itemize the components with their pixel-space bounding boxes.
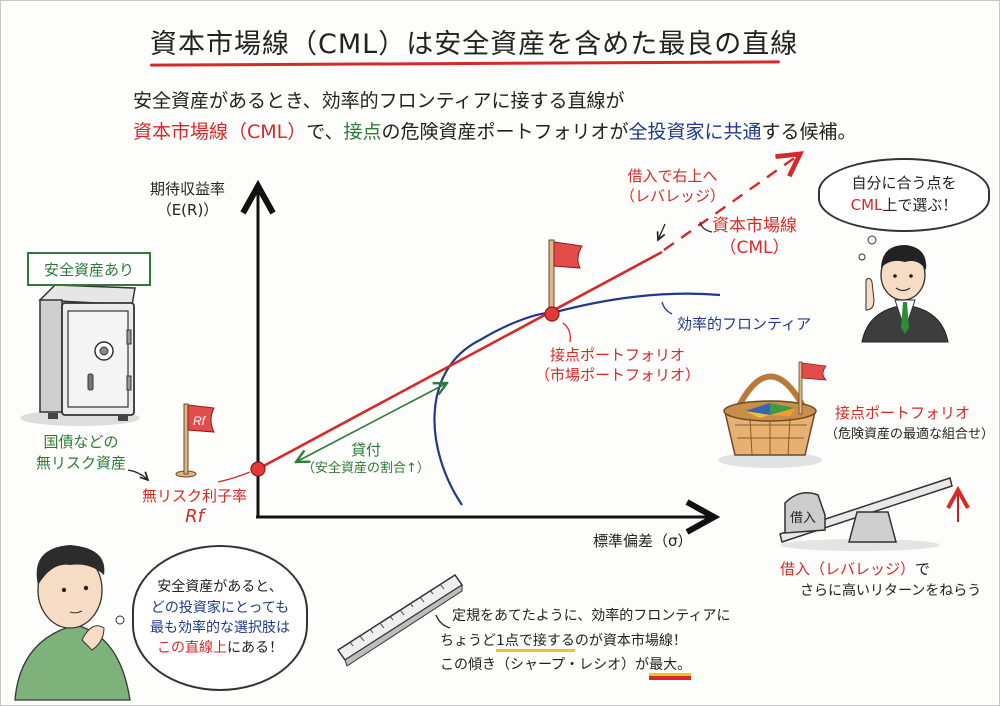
seesaw-caption-red: 借入（レバレッジ） xyxy=(780,560,916,578)
seesaw-icon: 借入 xyxy=(779,477,958,551)
lending-label-line-1: 貸付 xyxy=(350,441,381,459)
lending-label: 貸付 （安全資産の割合↑） xyxy=(302,440,430,478)
thinking-person-icon xyxy=(14,545,131,701)
safe-asset-caption-line-1: 国債などの xyxy=(43,433,119,451)
cml-label: 資本市場線 （CML） xyxy=(712,215,797,259)
bubble-line-4-red: この直線上 xyxy=(157,640,227,657)
leverage-label: 借入で右上へ （レバレッジ） xyxy=(620,166,725,207)
ruler-note-highlight: 1点で接する xyxy=(496,632,575,652)
frontier-label: 効率的フロンティア xyxy=(677,315,812,333)
rf-label-line-1: 無リスク利子率 xyxy=(142,487,248,505)
subtitle-line-2: 資本市場線（CML）で、接点の危険資産ポートフォリオが全投資家に共通する候補。 xyxy=(133,117,857,144)
safe-asset-badge: 安全資産あり xyxy=(27,252,151,286)
cml-label-line-1: 資本市場線 xyxy=(712,216,797,236)
seesaw-caption-line-2: さらに高いリターンをねらう xyxy=(800,582,982,599)
safe-asset-caption: 国債などの 無リスク資産 xyxy=(36,432,126,474)
basket-label-line-2: （危険資産の最適な組合せ） xyxy=(825,426,995,442)
ruler-note-line-1: 定規をあてたように、効率的フロンティアに xyxy=(452,608,731,624)
subtitle-text: の危険資産ポートフォリオが xyxy=(381,121,629,143)
tangency-label-line-2: （市場ポートフォリオ） xyxy=(535,366,701,385)
basket-icon xyxy=(718,361,828,468)
safe-icon xyxy=(20,284,140,426)
ruler-note-text: この傾き（シャープ・レシオ）が xyxy=(440,657,650,673)
basket-label-line-1: 接点ポートフォリオ xyxy=(835,404,971,422)
rf-point xyxy=(250,461,266,477)
bubble-cml: CML xyxy=(850,196,883,214)
seesaw-weight-text: 借入 xyxy=(790,511,816,526)
page-title: 資本市場線（CML）は安全資産を含めた最良の直線 xyxy=(150,29,799,60)
subtitle-common: 全投資家に共通 xyxy=(628,121,762,143)
ruler-note: 定規をあてたように、効率的フロンティアに ちょうど1点で接するのが資本市場線！ … xyxy=(440,604,731,678)
safe-asset-caption-line-2: 無リスク資産 xyxy=(36,454,127,472)
subtitle-text: する候補。 xyxy=(761,121,857,143)
seesaw-caption: 借入（レバレッジ）で さらに高いリターンをねらう xyxy=(780,558,981,602)
rf-label: 無リスク利子率 Rf xyxy=(142,487,247,528)
y-axis-label-line-2: （E(R)） xyxy=(156,201,219,219)
subtitle-cml: 資本市場線（CML） xyxy=(133,121,307,143)
y-axis-label-line-1: 期待収益率 xyxy=(150,180,226,198)
bubble-text: 上で選ぶ！ xyxy=(882,196,958,214)
subtitle-tangency: 接点 xyxy=(343,121,382,143)
tangency-label-line-1: 接点ポートフォリオ xyxy=(550,346,686,364)
tangency-point xyxy=(544,306,560,322)
tangency-label: 接点ポートフォリオ （市場ポートフォリオ） xyxy=(535,345,700,386)
ruler-note-emphasis: 最大。 xyxy=(649,657,692,676)
ruler-note-text: のが資本市場線！ xyxy=(574,632,687,649)
businessman-icon xyxy=(858,235,949,343)
bubble-line-3: 最も効率的な選択肢は xyxy=(150,620,290,636)
x-axis-label: 標準偏差（σ） xyxy=(593,532,693,550)
ruler-icon xyxy=(336,573,464,667)
subtitle-text: で、 xyxy=(306,121,344,143)
cml-leverage-dashed xyxy=(663,154,800,251)
thought-bubble-bottom-left: 安全資産があると、 どの投資家にとっても 最も効率的な選択肢は この直線上にある… xyxy=(132,545,308,691)
y-axis-label: 期待収益率 （E(R)） xyxy=(150,178,225,220)
lending-arrow xyxy=(296,383,447,462)
thought-bubble-top-right: 自分に合う点を CML上で選ぶ！ xyxy=(818,158,990,232)
rf-label-line-2: Rf xyxy=(185,505,204,527)
bubble-line-1: 自分に合う点を xyxy=(851,174,957,193)
cml-label-line-2: （CML） xyxy=(719,238,790,259)
subtitle-line-1: 安全資産があるとき、効率的フロンティアに接する直線が xyxy=(133,90,625,112)
bubble-line-1: 安全資産があると、 xyxy=(157,579,283,596)
basket-label: 接点ポートフォリオ （危険資産の最適な組合せ） xyxy=(825,402,994,444)
rf-flag-icon: Rf xyxy=(175,403,215,478)
leverage-label-line-1: 借入で右上へ xyxy=(627,167,718,185)
seesaw-caption-dark: で xyxy=(915,560,931,578)
bubble-line-2: どの投資家にとっても xyxy=(150,599,290,616)
lending-label-line-2: （安全資産の割合↑） xyxy=(302,461,430,477)
rf-flag-text: Rf xyxy=(193,414,207,428)
leverage-label-line-2: （レバレッジ） xyxy=(620,187,726,206)
bubble-line-4-dark: にある！ xyxy=(227,640,283,657)
ruler-note-text: ちょうど xyxy=(440,632,496,649)
tangency-flag-icon xyxy=(548,239,583,313)
